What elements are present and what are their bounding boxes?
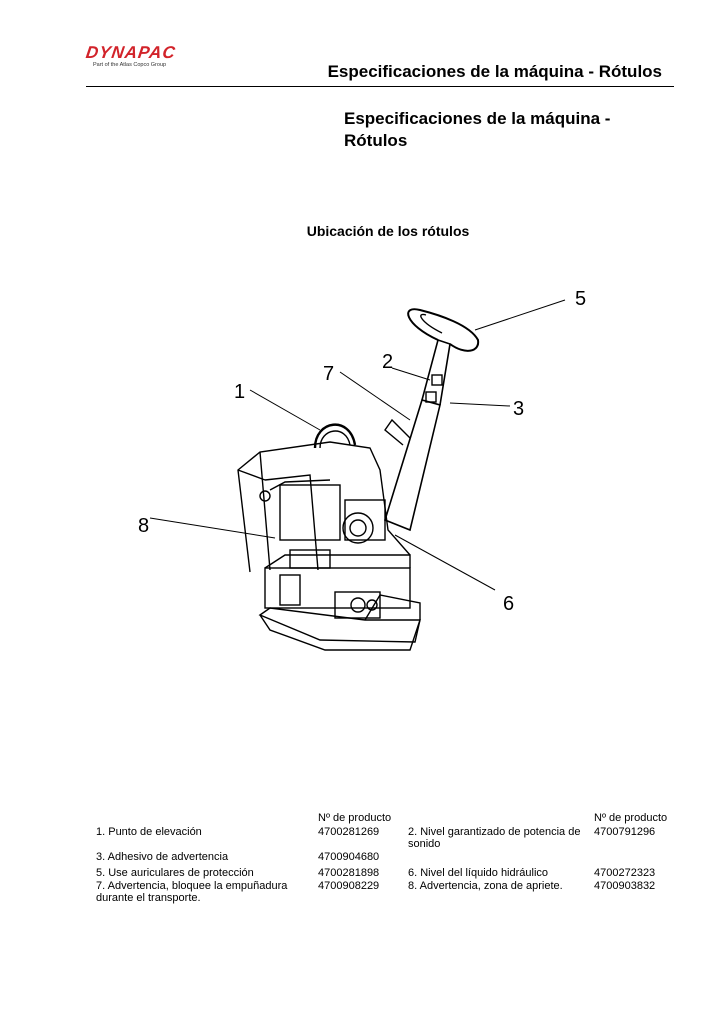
figure-caption-text: Ubicación de los rótulos — [306, 223, 470, 239]
leader-line-2 — [391, 367, 431, 381]
decal-code: 4700272323 — [594, 867, 656, 879]
lifting-bar — [313, 423, 357, 449]
brand-subtitle: Part of the Atlas Copco Group — [93, 62, 167, 68]
handle-grip — [407, 308, 480, 352]
decal-code: 4700281898 — [318, 867, 380, 879]
figure-caption: Ubicación de los rótulos — [0, 223, 724, 239]
engine-block — [279, 484, 341, 541]
header-title: Especificaciones de la máquina - Rótulos — [327, 62, 662, 81]
callout-6: 6 — [503, 593, 514, 615]
leader-line-3 — [449, 402, 511, 407]
decal-label: 7. Advertencia, bloquee la empuñadura du… — [96, 880, 288, 904]
callout-8: 8 — [138, 515, 149, 537]
decal-code: 4700791296 — [594, 826, 656, 838]
decal-label: 8. Advertencia, zona de apriete. — [408, 880, 563, 892]
decal-label: 6. Nivel del líquido hidráulico — [408, 867, 549, 879]
leader-line-5 — [474, 299, 566, 331]
header-product-no-right: Nº de producto — [594, 812, 668, 824]
decal-label: 5. Use auriculares de protección — [96, 867, 254, 879]
plate-compactor-illustration: 1 2 3 5 6 7 8 — [138, 288, 586, 651]
leader-line-1 — [249, 389, 321, 431]
handle-arm — [384, 399, 441, 532]
callout-2: 2 — [382, 351, 393, 373]
brand-wordmark: DYNAPAC — [84, 43, 178, 62]
callout-1: 1 — [234, 381, 245, 403]
base-plate — [258, 607, 421, 643]
callout-7: 7 — [323, 363, 334, 385]
callout-5: 5 — [575, 288, 586, 310]
section-title-line-1: Especificaciones de la máquina - — [344, 109, 611, 128]
engine-frame — [237, 441, 411, 573]
callout-3: 3 — [513, 398, 524, 420]
section-title-line-2: Rótulos — [344, 131, 408, 150]
leader-line-8 — [149, 517, 276, 539]
decal-code: 4700903832 — [594, 880, 656, 892]
leader-line-6 — [394, 534, 496, 591]
decal-label: 3. Adhesivo de advertencia — [96, 851, 229, 863]
decal-code: 4700904680 — [318, 851, 380, 863]
decal-label: 2. Nivel garantizado de potencia de soni… — [408, 826, 581, 850]
decal-label: 1. Punto de elevación — [96, 826, 202, 838]
decal-code: 4700908229 — [318, 880, 380, 892]
section-title: Especificaciones de la máquina - Rótulos — [344, 108, 644, 152]
decal-code: 4700281269 — [318, 826, 380, 838]
lower-frame — [264, 567, 411, 609]
dynapac-logo: DYNAPAC Part of the Atlas Copco Group — [84, 43, 226, 68]
header-divider — [86, 86, 674, 87]
header-product-no-left: Nº de producto — [318, 812, 392, 824]
leader-line-7 — [339, 371, 411, 421]
